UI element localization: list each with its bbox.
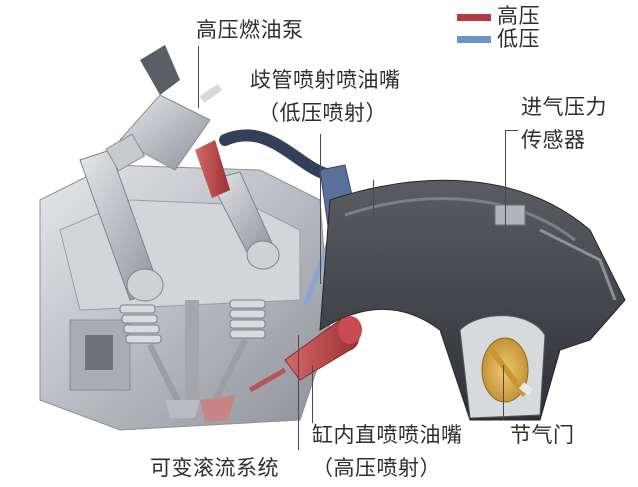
label-hp-fuel-pump: 高压燃油泵 xyxy=(196,18,304,42)
leader-intake-sensor-v xyxy=(505,130,506,226)
label-intake-sensor-2: 传感器 xyxy=(521,128,586,152)
label-direct-injector-1: 缸内直喷喷油嘴 xyxy=(312,423,463,447)
leader-manifold-injector xyxy=(320,134,321,284)
leader-intake-sensor-h xyxy=(505,130,518,131)
direct-injector xyxy=(248,316,362,393)
legend-label-high-pressure: 高压 xyxy=(497,4,540,28)
intake-manifold xyxy=(319,179,626,421)
label-manifold-injector-2: （低压喷射） xyxy=(258,101,387,125)
leader-throttle xyxy=(503,365,504,420)
valves-springs xyxy=(119,299,266,422)
legend-swatch-high-pressure xyxy=(457,14,491,21)
legend-label-low-pressure: 低压 xyxy=(497,27,540,51)
leader-hp-fuel-pump xyxy=(198,46,199,108)
leader-manifold-injector-2 xyxy=(373,180,374,218)
leader-direct-injector xyxy=(312,365,313,423)
label-manifold-injector-1: 歧管喷射喷油嘴 xyxy=(250,68,401,92)
label-direct-injector-2: （高压喷射） xyxy=(312,456,441,480)
label-intake-sensor-1: 进气压力 xyxy=(521,95,607,119)
label-tumble-system: 可变滚流系统 xyxy=(150,456,279,480)
legend-swatch-low-pressure xyxy=(457,36,491,43)
leader-tumble-system xyxy=(298,335,299,450)
camshafts xyxy=(79,149,280,302)
hp-pump xyxy=(105,45,230,198)
label-throttle: 节气门 xyxy=(510,423,575,447)
